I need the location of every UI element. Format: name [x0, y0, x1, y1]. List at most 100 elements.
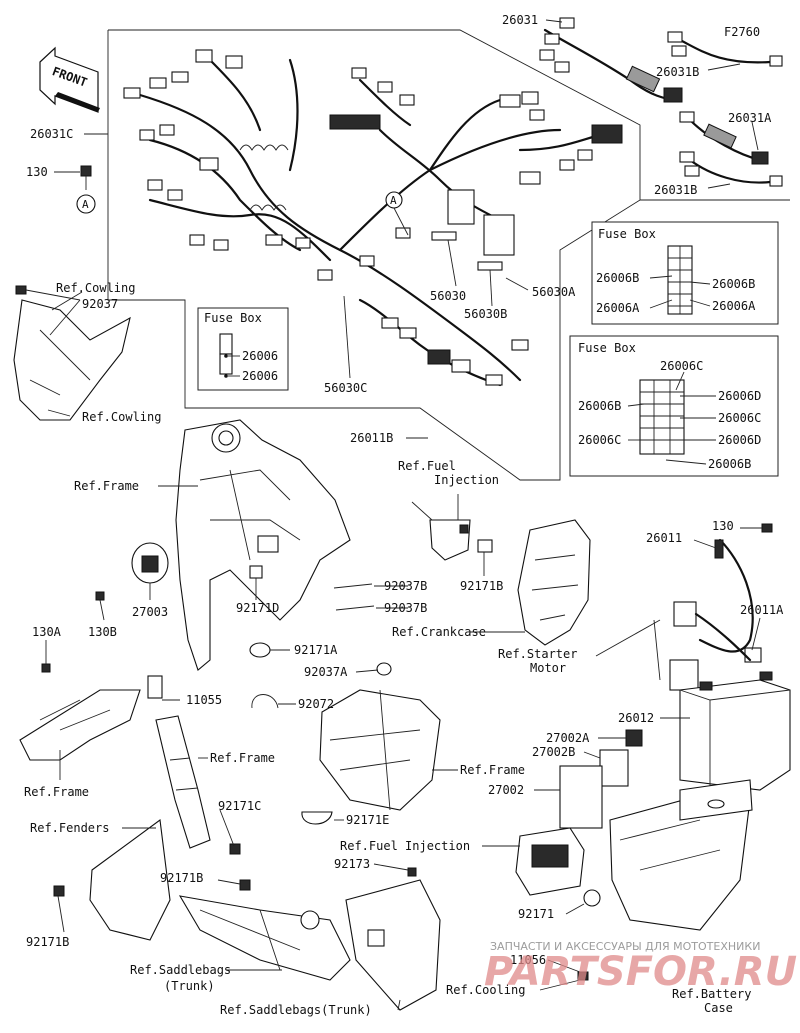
harness-frame-outline — [107, 29, 641, 481]
label-ref-frame-left: Ref.Frame — [24, 785, 89, 799]
clamp-92171 — [583, 889, 601, 907]
label-27003: 27003 — [132, 605, 168, 619]
label-56030c: 56030C — [324, 381, 367, 395]
label-56030: 56030 — [430, 289, 466, 303]
label-92072: 92072 — [298, 697, 334, 711]
label-ref-frame-top: Ref.Frame — [74, 479, 139, 493]
front-arrow-icon: FRONT — [39, 46, 100, 113]
label-ref-cowling-top: Ref.Cowling — [56, 281, 135, 295]
label-26011: 26011 — [646, 531, 682, 545]
svg-text:(Trunk): (Trunk) — [164, 979, 215, 993]
grommet-92037a — [376, 662, 392, 676]
label-130a: 130A — [32, 625, 62, 639]
label-ref-fuel-injection-bot: Ref.Fuel Injection — [340, 839, 470, 853]
band-92072 — [251, 694, 279, 709]
label-26011a: 26011A — [740, 603, 784, 617]
svg-text:Ref.Battery: Ref.Battery — [672, 987, 751, 1001]
diagram-code: F2760 — [724, 25, 760, 39]
fenders — [53, 819, 171, 941]
label-ref-saddlebags-trunk-2: Ref.Saddlebags(Trunk) — [220, 1003, 372, 1017]
label-92171b-low: 92171B — [160, 871, 203, 885]
relay-27002b — [599, 749, 629, 787]
relay-27002a — [625, 729, 643, 747]
label-27002a: 27002A — [546, 731, 590, 745]
label-26011b: 26011B — [350, 431, 393, 445]
fuel-injection-bracket — [429, 519, 493, 561]
svg-text:26006D: 26006D — [718, 433, 761, 447]
label-92037: 92037 — [82, 297, 118, 311]
label-92171c: 92171C — [218, 799, 261, 813]
svg-text:Ref.Starter: Ref.Starter — [498, 647, 577, 661]
label-ref-cowling-bot: Ref.Cowling — [82, 410, 161, 424]
svg-text:Ref.Saddlebags: Ref.Saddlebags — [130, 963, 231, 977]
svg-text:26006B: 26006B — [712, 277, 755, 291]
svg-text:26006C: 26006C — [718, 411, 761, 425]
cable-26011 — [698, 523, 773, 663]
label-26031c: 26031C — [30, 127, 73, 141]
connector-27003 — [131, 542, 169, 584]
main-wiring-harness — [123, 49, 623, 387]
svg-text:A: A — [390, 194, 397, 207]
label-92173: 92173 — [334, 857, 370, 871]
svg-text:26006A: 26006A — [712, 299, 756, 313]
clamp-92171a — [249, 642, 271, 658]
label-56030a: 56030A — [532, 285, 576, 299]
svg-text:Fuse Box: Fuse Box — [578, 341, 636, 355]
label-11055: 11055 — [186, 693, 222, 707]
label-26031b-bot: 26031B — [654, 183, 697, 197]
svg-text:Case: Case — [704, 1001, 733, 1015]
label-ref-frame-right: Ref.Frame — [460, 763, 525, 777]
label-92171: 92171 — [518, 907, 554, 921]
saddlebags-bracket — [178, 879, 351, 981]
label-92171e: 92171E — [346, 813, 389, 827]
label-11056: 11056 — [510, 953, 546, 967]
cowling-bracket — [13, 285, 131, 421]
bolt-130-top — [80, 165, 92, 190]
svg-text:Ref.Fuel: Ref.Fuel — [398, 459, 456, 473]
bolt-130b — [95, 591, 105, 601]
leader-lines — [25, 19, 762, 1011]
crankcase — [517, 519, 591, 646]
label-92171d: 92171D — [236, 601, 279, 615]
label-ref-crankcase: Ref.Crankcase — [392, 625, 486, 639]
svg-text:Fuse Box: Fuse Box — [598, 227, 656, 241]
label-26031a: 26031A — [728, 111, 772, 125]
label-ref-fuel-injection-top: Ref.Fuel — [398, 459, 456, 473]
svg-text:26006C: 26006C — [578, 433, 621, 447]
label-92037a: 92037A — [304, 665, 348, 679]
callout-a-mid: A — [385, 191, 409, 236]
callout-a-left: A — [76, 194, 96, 214]
watermark-logo: PARTSFOR.RU — [484, 949, 797, 995]
svg-text:26006C: 26006C — [660, 359, 703, 373]
battery-26012 — [679, 671, 791, 791]
part-labels: F2760 26031 26031B 26031A 26031B 26031C … — [24, 13, 784, 1017]
rear-frame-left-bar — [155, 715, 241, 855]
fuse-box-right-1: Fuse Box 26006B 26006A 26006B 26006A — [591, 221, 779, 325]
label-92037b-2: 92037B — [384, 601, 427, 615]
clip-11056 — [577, 971, 589, 981]
svg-text:26006B: 26006B — [708, 457, 751, 471]
label-92171a: 92171A — [294, 643, 338, 657]
relay-27002 — [559, 765, 603, 829]
svg-text:26006B: 26006B — [578, 399, 621, 413]
svg-text:26006B: 26006B — [596, 271, 639, 285]
label-ref-fenders: Ref.Fenders — [30, 821, 109, 835]
svg-text:Motor: Motor — [530, 661, 566, 675]
fuse-box-right-2: Fuse Box 26006C 26006B 26006C 26006D 260… — [569, 335, 779, 477]
label-92171b-left: 92171B — [26, 935, 69, 949]
starter-relay — [653, 601, 752, 691]
label-27002b: 27002B — [532, 745, 575, 759]
label-130-top: 130 — [26, 165, 48, 179]
saddlebags-lower — [345, 867, 441, 1011]
clamp-92171e — [301, 811, 333, 825]
label-26031b-top: 26031B — [656, 65, 699, 79]
svg-text:26006: 26006 — [242, 369, 278, 383]
svg-text:26006A: 26006A — [596, 301, 640, 315]
label-26012: 26012 — [618, 711, 654, 725]
watermark-text: ЗАПЧАСТИ И АКСЕССУАРЫ ДЛЯ МОТОТЕХНИКИ — [490, 940, 760, 953]
label-56030b: 56030B — [464, 307, 507, 321]
clamp-92171d — [249, 565, 263, 579]
label-130b: 130B — [88, 625, 117, 639]
label-ref-frame-mid: Ref.Frame — [210, 751, 275, 765]
